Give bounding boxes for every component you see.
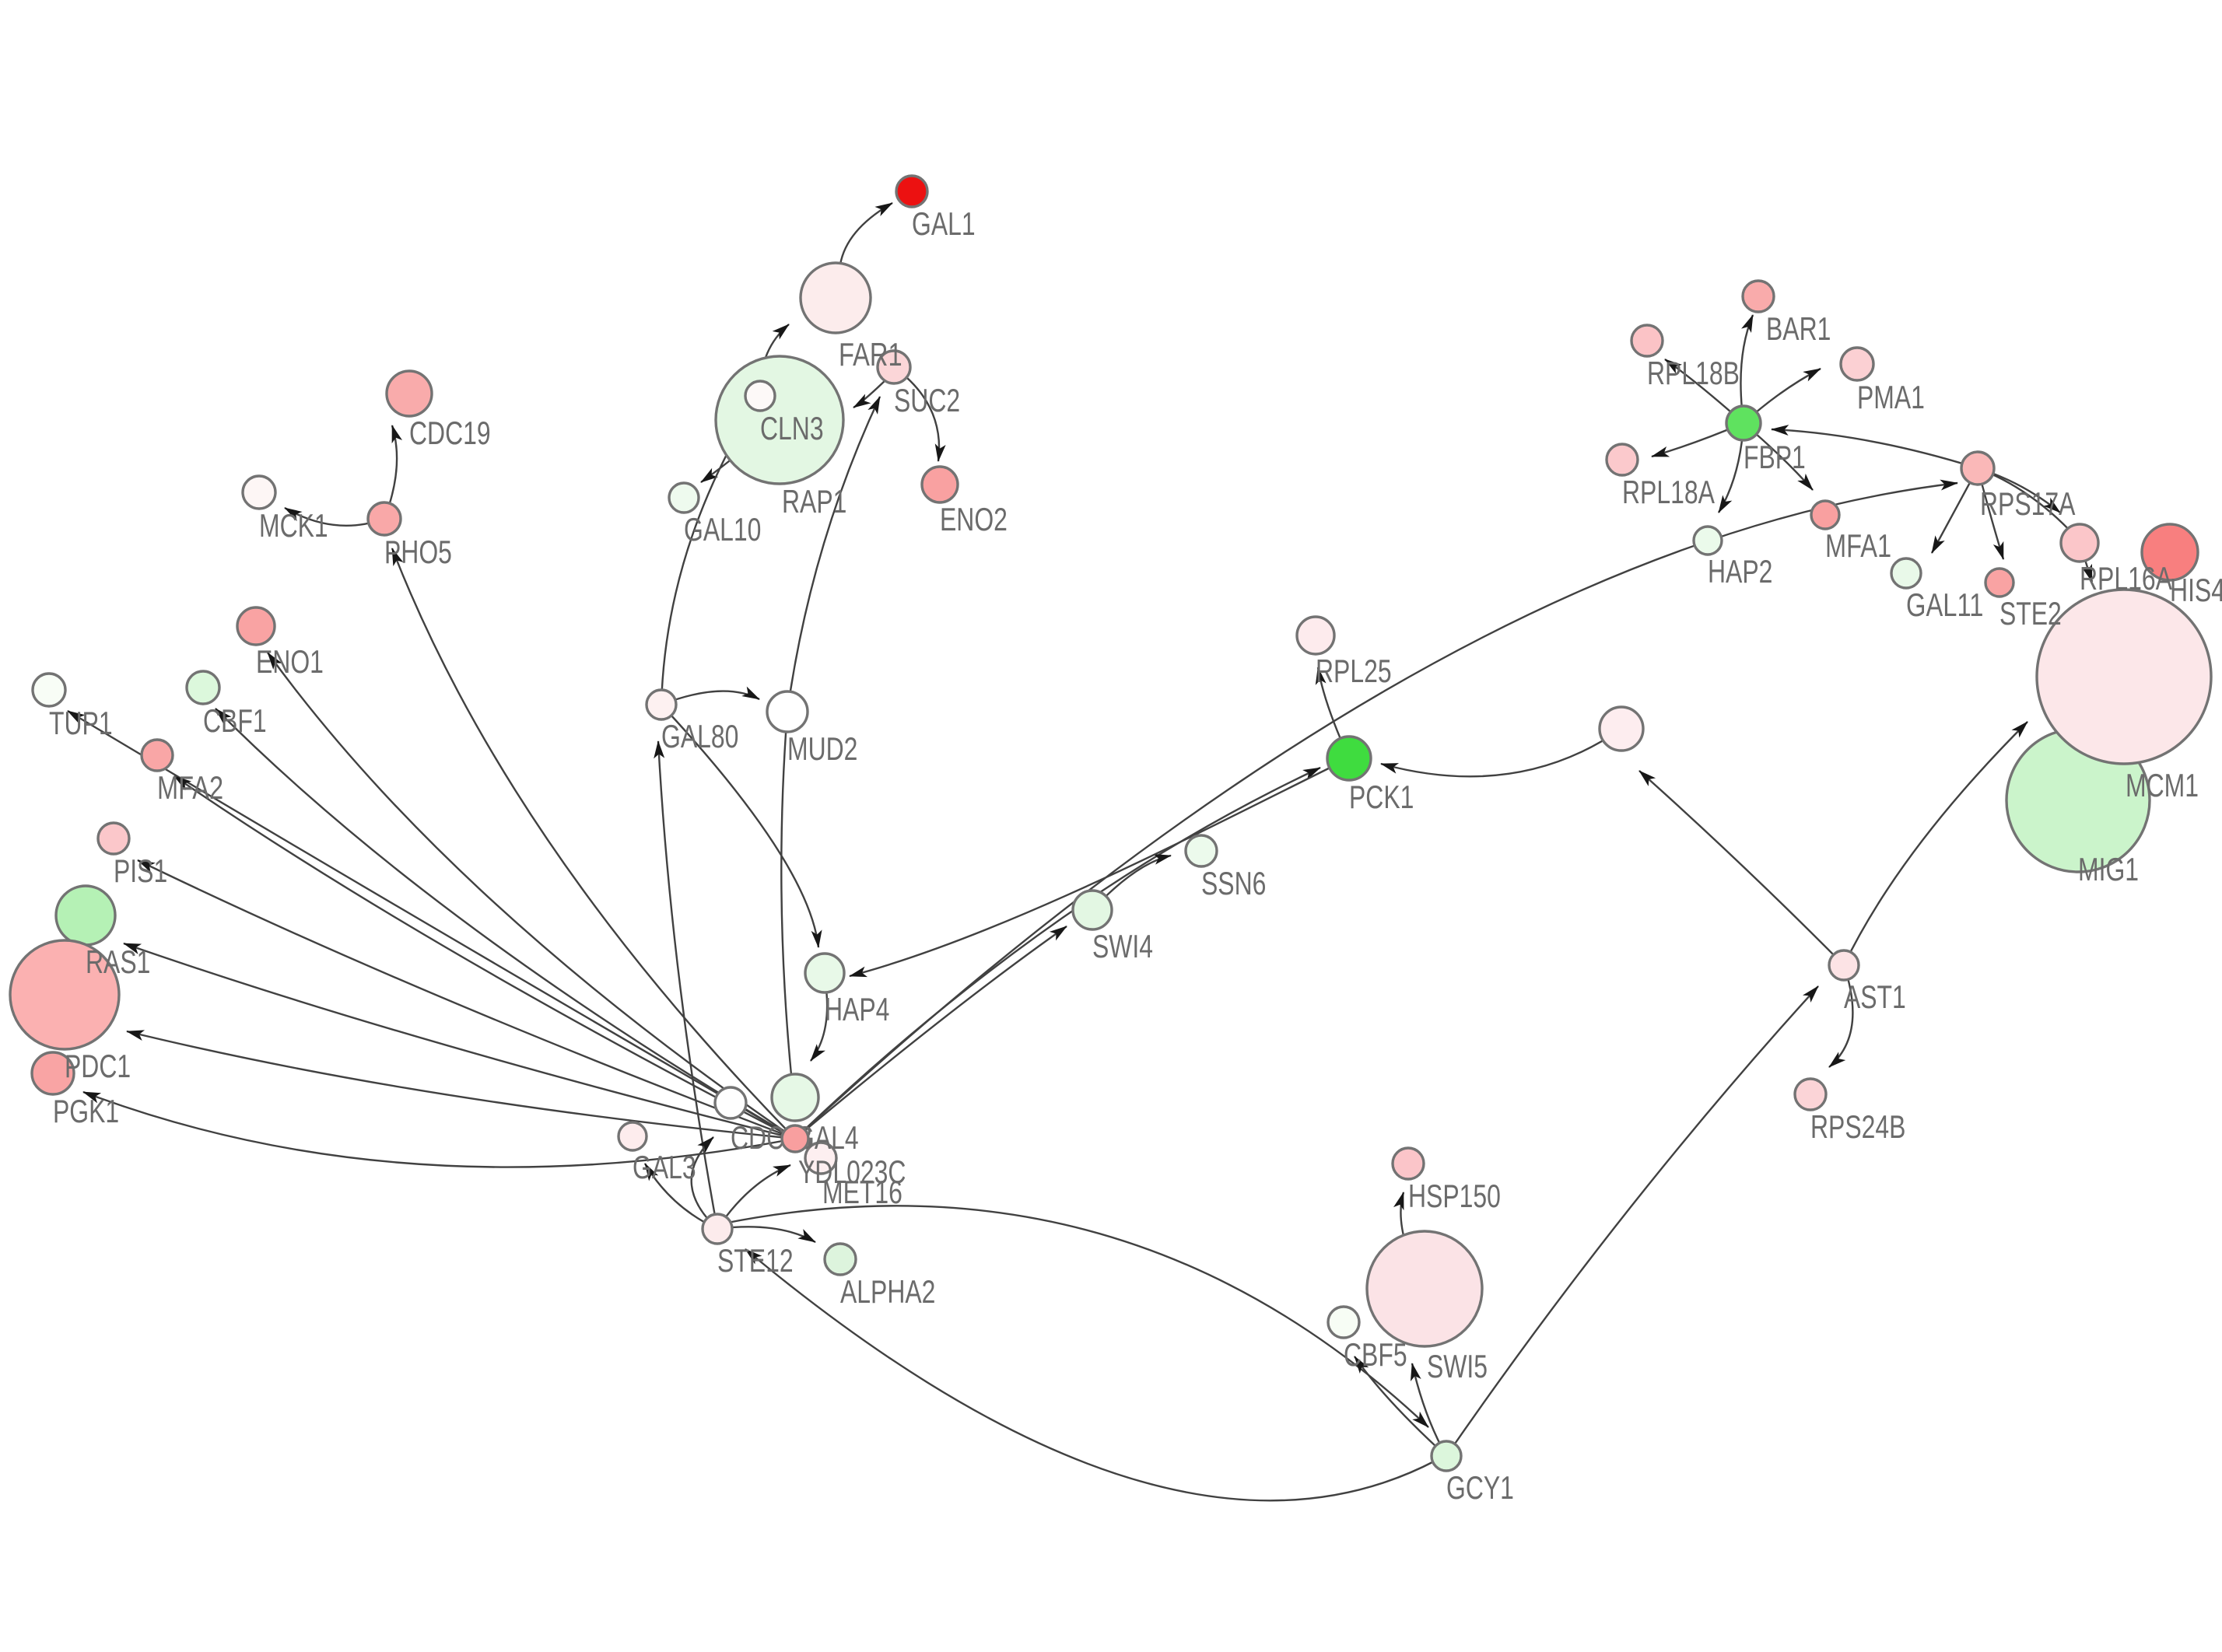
svg-text:MCM1: MCM1 — [2126, 767, 2199, 803]
svg-text:AST1: AST1 — [1844, 978, 1906, 1015]
svg-text:RAP1: RAP1 — [782, 483, 846, 520]
svg-text:CBF1: CBF1 — [203, 702, 267, 739]
svg-text:PMA1: PMA1 — [1857, 379, 1925, 415]
svg-text:PIS1: PIS1 — [114, 852, 167, 889]
svg-text:PDC1: PDC1 — [65, 1048, 131, 1084]
svg-text:STE12: STE12 — [717, 1242, 794, 1279]
svg-text:HSP150: HSP150 — [1408, 1178, 1501, 1214]
svg-text:GAL10: GAL10 — [684, 511, 761, 548]
svg-text:PGK1: PGK1 — [53, 1093, 119, 1129]
svg-text:ENO1: ENO1 — [256, 643, 324, 680]
svg-text:PCK1: PCK1 — [1349, 779, 1414, 815]
svg-text:RPL18A: RPL18A — [1622, 474, 1715, 510]
svg-text:GAL1: GAL1 — [912, 205, 976, 242]
svg-text:BAR1: BAR1 — [1766, 310, 1831, 347]
svg-text:SWI4: SWI4 — [1092, 928, 1153, 964]
svg-text:FAR1: FAR1 — [839, 336, 902, 373]
svg-text:ALPHA2: ALPHA2 — [840, 1273, 935, 1310]
svg-text:RPL18B: RPL18B — [1647, 355, 1740, 391]
svg-text:HAP2: HAP2 — [1708, 553, 1772, 590]
svg-text:SUC2: SUC2 — [894, 382, 960, 418]
svg-text:RAS1: RAS1 — [86, 943, 150, 980]
svg-text:ENO2: ENO2 — [940, 501, 1008, 537]
svg-text:MCK1: MCK1 — [259, 507, 328, 544]
svg-text:GAL3: GAL3 — [633, 1149, 696, 1185]
svg-text:YDL023C: YDL023C — [798, 1153, 906, 1190]
svg-text:STE2: STE2 — [1999, 595, 2062, 632]
svg-text:GAL80: GAL80 — [661, 718, 738, 754]
svg-text:HAP4: HAP4 — [825, 991, 889, 1027]
svg-text:SSN6: SSN6 — [1201, 865, 1266, 901]
svg-text:SWI5: SWI5 — [1427, 1348, 1488, 1384]
svg-text:CBF5: CBF5 — [1344, 1336, 1407, 1373]
svg-text:FBP1: FBP1 — [1744, 439, 1806, 475]
svg-text:MIG1: MIG1 — [2078, 851, 2139, 887]
svg-text:RPL16A: RPL16A — [2080, 560, 2172, 597]
svg-text:MFA2: MFA2 — [157, 769, 223, 806]
svg-text:CLN3: CLN3 — [760, 410, 824, 446]
svg-text:TUP1: TUP1 — [49, 705, 113, 741]
svg-text:MUD2: MUD2 — [787, 730, 857, 767]
svg-text:CDC19: CDC19 — [409, 415, 491, 451]
svg-text:HIS4: HIS4 — [2170, 572, 2222, 608]
svg-text:GCY1: GCY1 — [1446, 1469, 1514, 1506]
svg-text:PHO5: PHO5 — [384, 534, 452, 570]
svg-text:MFA1: MFA1 — [1825, 527, 1891, 564]
svg-text:RPS17A: RPS17A — [1980, 485, 2075, 522]
svg-text:GAL11: GAL11 — [1906, 586, 1983, 623]
svg-text:RPS24B: RPS24B — [1810, 1108, 1905, 1145]
svg-text:RPL25: RPL25 — [1316, 653, 1392, 689]
svg-text:MET16: MET16 — [822, 1174, 902, 1210]
